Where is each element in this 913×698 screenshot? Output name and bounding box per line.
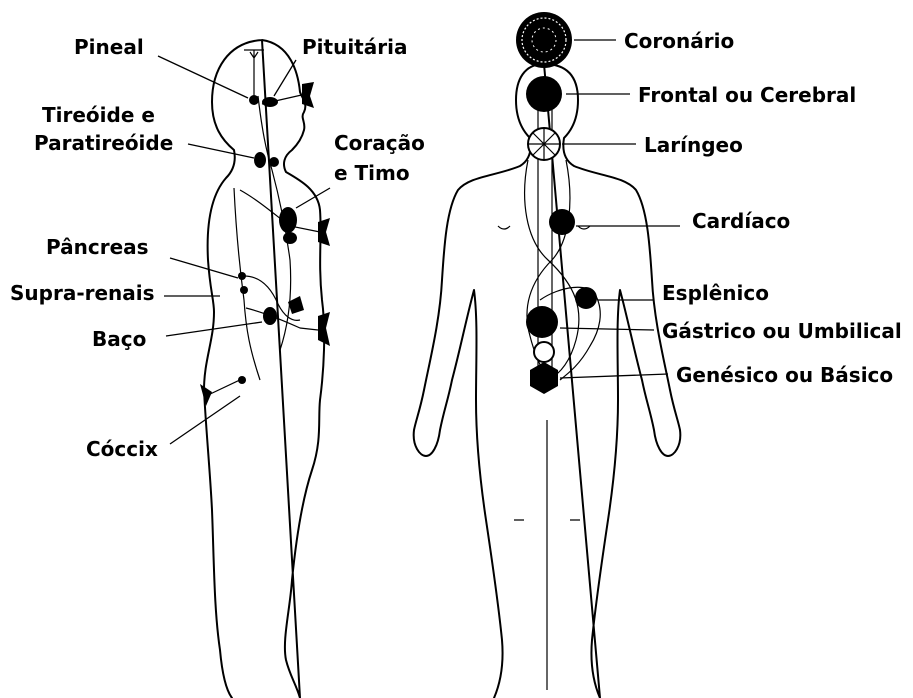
- side-arm-line: [234, 188, 260, 380]
- spleen-lower-icon: [318, 312, 330, 346]
- pineal-leader: [158, 56, 248, 98]
- label-pituitaria: Pituitária: [302, 35, 407, 59]
- adrenal-gland: [240, 286, 248, 294]
- label-esplenico: Esplênico: [662, 281, 769, 305]
- label-cardiaco: Cardíaco: [692, 209, 790, 233]
- genesico-leader: [560, 374, 668, 378]
- cardiac-chakra: [549, 209, 575, 235]
- thymus-gland: [283, 232, 297, 244]
- coccyx-icon: [200, 384, 212, 406]
- tireoide-leader: [188, 144, 254, 158]
- label-gastrico: Gástrico ou Umbilical: [662, 319, 902, 343]
- side-labels: Pineal Pituitária Tireóide e Paratireóid…: [10, 35, 425, 461]
- label-baco: Baço: [92, 327, 146, 351]
- label-tireoide-line2: Paratireóide: [34, 131, 173, 155]
- gastrico-leader: [560, 328, 654, 330]
- crown-chakra: [516, 12, 572, 68]
- basic-chakra: [530, 362, 558, 394]
- parathyroid-gland: [269, 157, 279, 167]
- side-body-figure: [200, 40, 330, 698]
- coccyx-gland: [238, 376, 246, 384]
- thyroid-gland: [254, 152, 266, 168]
- label-pancreas: Pâncreas: [46, 235, 149, 259]
- splenic-chakra: [575, 287, 597, 309]
- label-supra-renais: Supra-renais: [10, 281, 155, 305]
- label-pineal: Pineal: [74, 35, 144, 59]
- pituitaria-leader: [274, 60, 296, 96]
- label-coccix: Cóccix: [86, 437, 158, 461]
- gastric-chakra: [526, 306, 558, 338]
- label-coracao-line2: e Timo: [334, 161, 410, 185]
- label-tireoide-line1: Tireóide e: [42, 103, 155, 127]
- side-leader-lines: [158, 56, 330, 444]
- pancreas-leader: [170, 258, 238, 278]
- heart-projection-icon: [318, 218, 330, 246]
- intermediate-chakra: [534, 342, 554, 362]
- frontal-chakra: [526, 76, 562, 112]
- label-laringeo: Laríngeo: [644, 133, 743, 157]
- label-coronario: Coronário: [624, 29, 734, 53]
- pineal-stem: [244, 50, 264, 100]
- front-body-figure: [414, 12, 681, 698]
- label-frontal: Frontal ou Cerebral: [638, 83, 856, 107]
- front-labels: Coronário Frontal ou Cerebral Laríngeo C…: [624, 29, 902, 387]
- label-coracao-line1: Coração: [334, 131, 425, 155]
- label-genesico: Genésico ou Básico: [676, 363, 893, 387]
